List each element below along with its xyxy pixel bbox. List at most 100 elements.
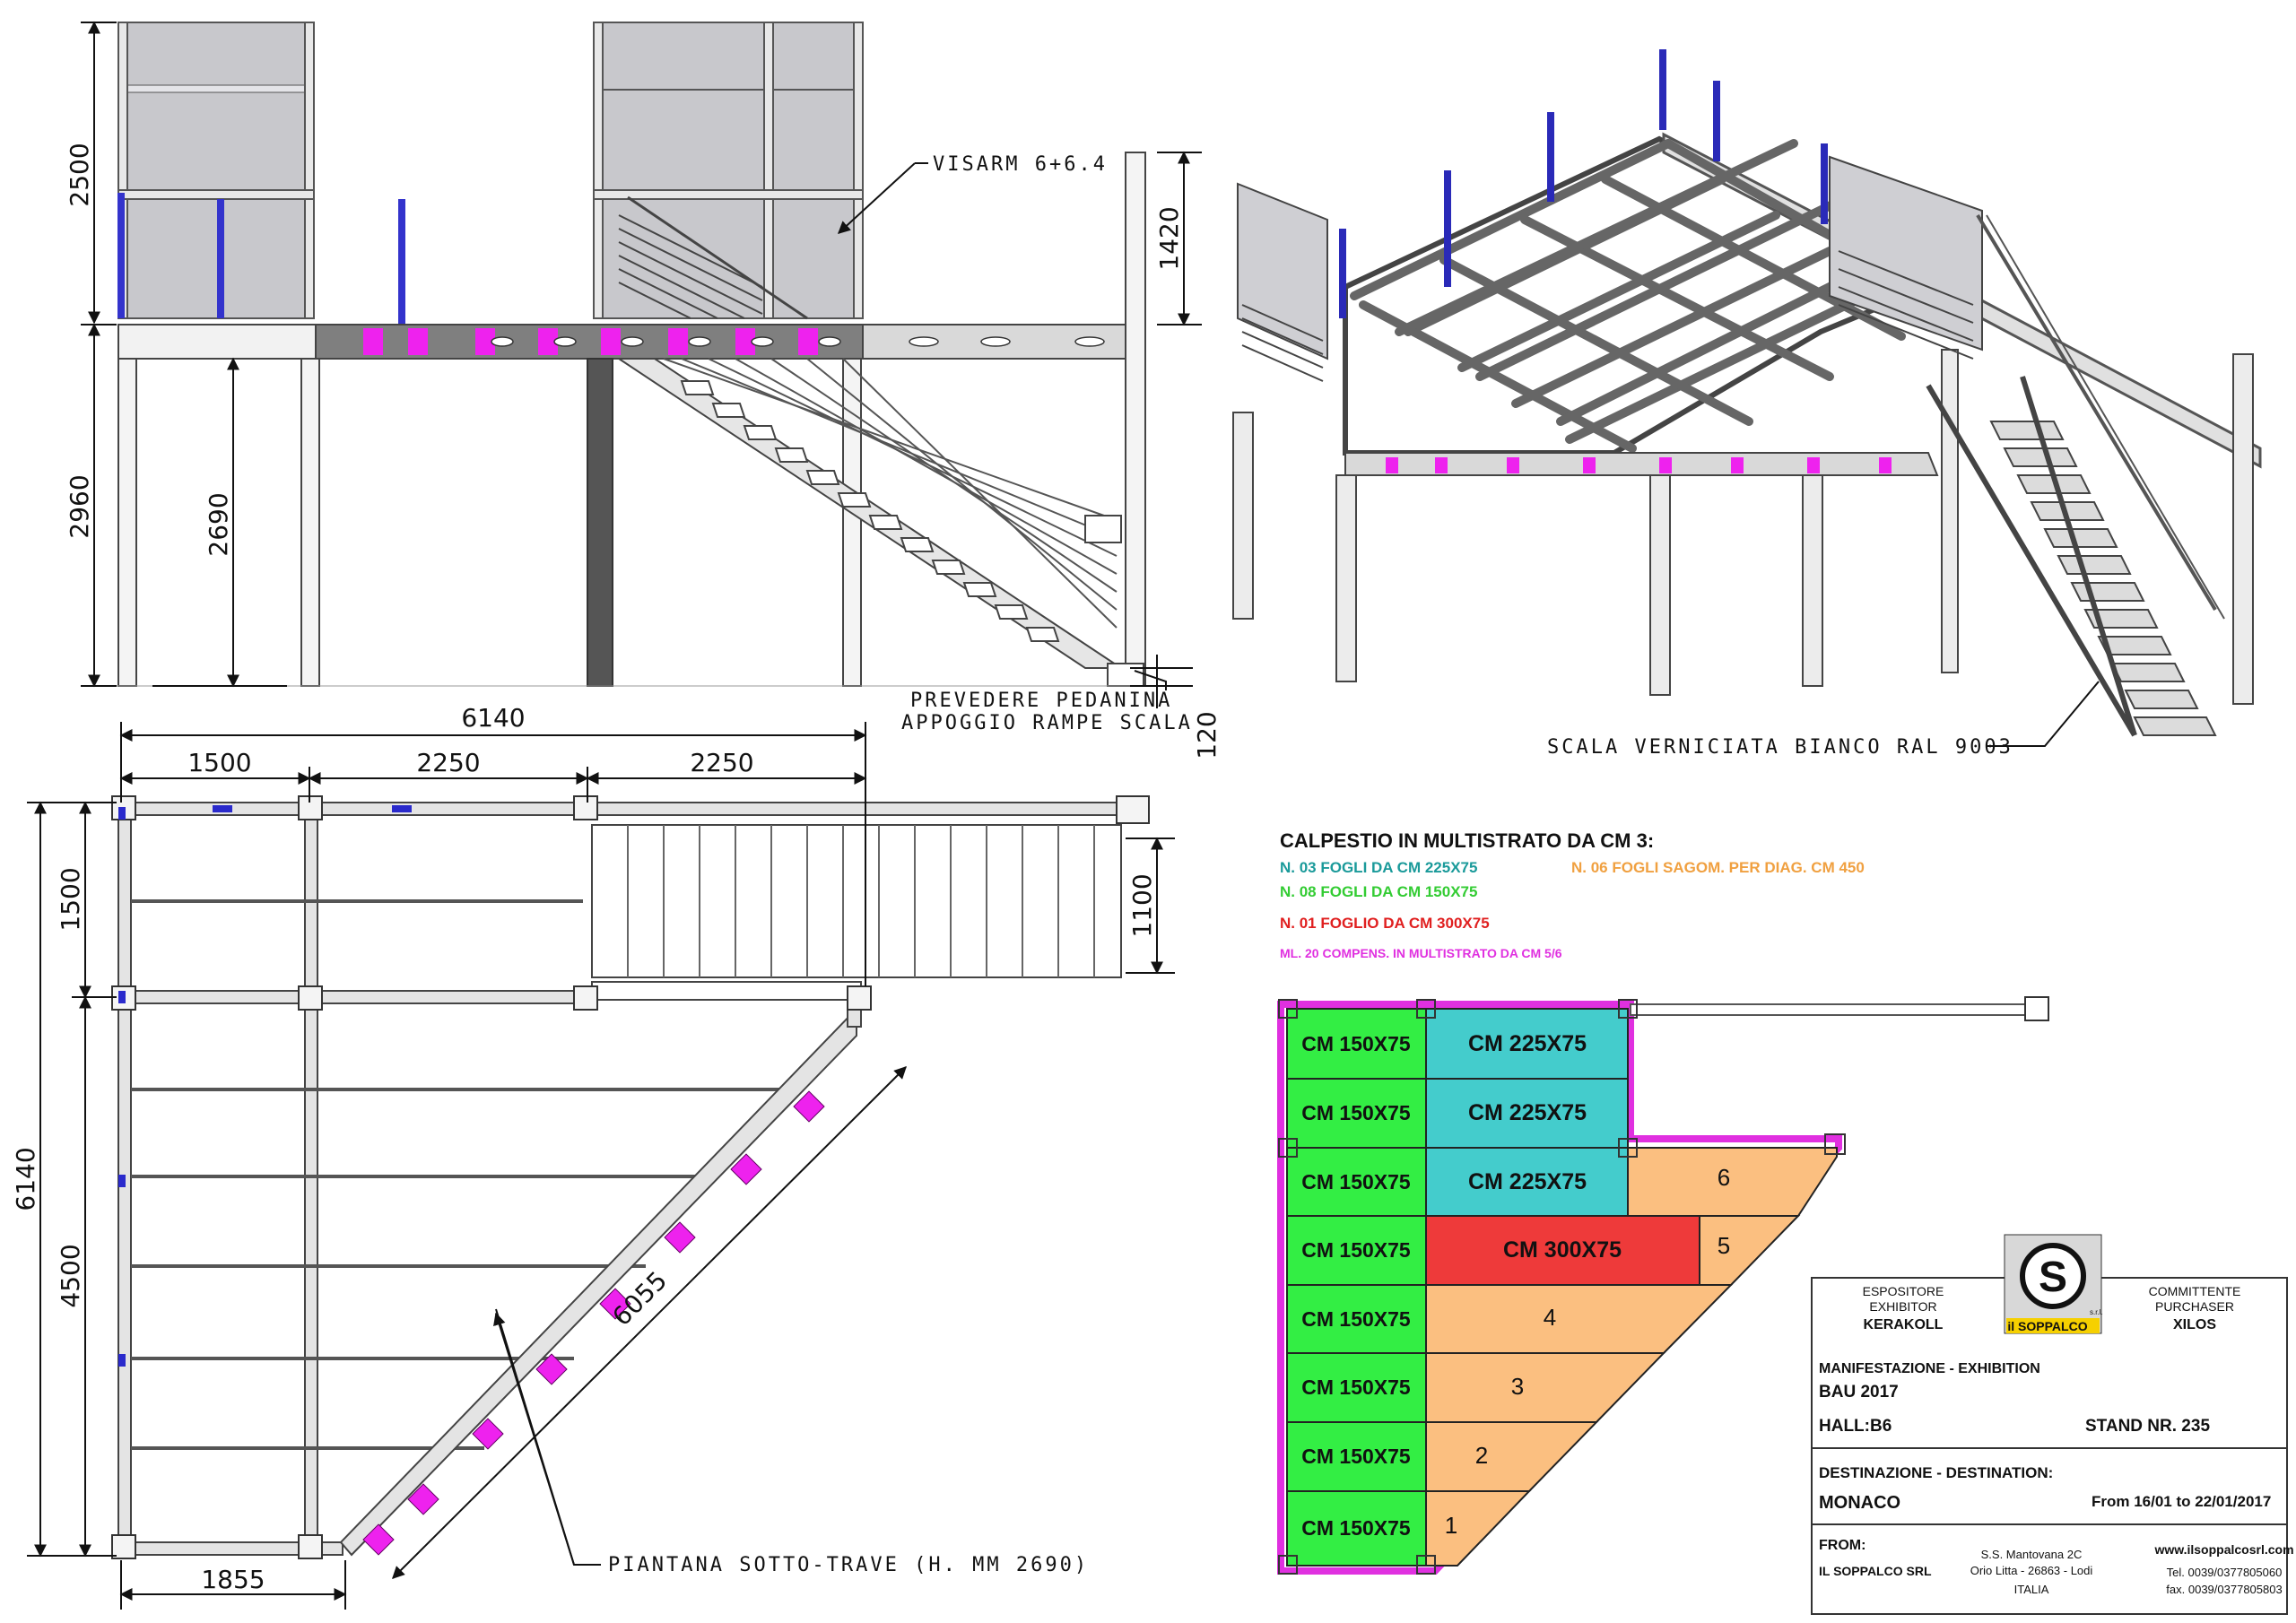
address-line-2: Orio Litta - 26863 - Lodi bbox=[1970, 1564, 2093, 1577]
fax-value: fax. 0039/0377805803 bbox=[2166, 1583, 2282, 1596]
exhibition-value: BAU 2017 bbox=[1819, 1383, 1899, 1402]
panel-teal-label: CM 225X75 bbox=[1468, 1031, 1587, 1056]
panel-green-label: CM 150X75 bbox=[1301, 1101, 1411, 1124]
dim-2500: 2500 bbox=[65, 143, 94, 206]
panel-green bbox=[1286, 1078, 1427, 1149]
dim-6140-left: 6140 bbox=[11, 1147, 40, 1211]
panel-orange-label: 2 bbox=[1475, 1442, 1488, 1469]
dim-2250-b: 2250 bbox=[690, 748, 753, 777]
plan-view: 6140 1500 2250 2250 6140 1500 4500 1100 … bbox=[11, 703, 1175, 1610]
panel-teal bbox=[1425, 1147, 1629, 1217]
legend-item-teal: N. 03 FOGLI DA CM 225X75 bbox=[1280, 859, 1477, 876]
from-value: IL SOPPALCO SRL bbox=[1819, 1564, 1932, 1578]
panel-green bbox=[1286, 1147, 1427, 1217]
panel-green-label: CM 150X75 bbox=[1301, 1032, 1411, 1055]
panel-teal-label: CM 225X75 bbox=[1468, 1169, 1587, 1194]
panel-red-label: CM 300X75 bbox=[1503, 1237, 1622, 1263]
note-scala: SCALA VERNICIATA BIANCO RAL 9003 bbox=[1547, 736, 2013, 759]
panel-orange bbox=[1425, 1352, 1666, 1423]
note-pedanina-1: PREVEDERE PEDANINA bbox=[910, 690, 1172, 712]
panel-green bbox=[1286, 1284, 1427, 1354]
dim-1855: 1855 bbox=[201, 1565, 265, 1594]
tall-post bbox=[1125, 152, 1146, 687]
glass-panel bbox=[600, 192, 862, 319]
leg bbox=[300, 358, 320, 687]
dim-4500-left: 4500 bbox=[56, 1244, 85, 1307]
elevation-view: 2500 2960 2690 1420 120 VISARM 6+6.4 PRE… bbox=[65, 21, 1222, 759]
panel-teal bbox=[1425, 1008, 1629, 1080]
legend-item-red: N. 01 FOGLIO DA CM 300X75 bbox=[1280, 915, 1490, 932]
phone-value: Tel. 0039/0377805060 bbox=[2167, 1566, 2283, 1579]
purchaser-label-1: COMMITTENTE bbox=[2149, 1284, 2241, 1298]
legend-item-magenta: ML. 20 COMPENS. IN MULTISTRATO DA CM 5/6 bbox=[1280, 946, 1562, 960]
panel-orange-label: 6 bbox=[1718, 1164, 1730, 1191]
panel-orange-label: 5 bbox=[1718, 1232, 1730, 1259]
blue-post bbox=[217, 199, 224, 318]
panel-green bbox=[1286, 1215, 1427, 1286]
panel-orange bbox=[1627, 1147, 1838, 1217]
svg-text:S: S bbox=[2039, 1254, 2067, 1301]
dim-1100: 1100 bbox=[1127, 873, 1157, 937]
panel-orange bbox=[1425, 1421, 1599, 1492]
panel-orange-label: 1 bbox=[1445, 1512, 1457, 1539]
destination-label: DESTINAZIONE - DESTINATION: bbox=[1819, 1464, 2053, 1481]
destination-value: MONACO bbox=[1819, 1493, 1900, 1513]
isometric-view: SCALA VERNICIATA BIANCO RAL 9003 bbox=[1232, 49, 2262, 759]
leg bbox=[587, 358, 613, 687]
exhibitor-label-1: ESPOSITORE bbox=[1863, 1284, 1944, 1298]
panel-orange-label: 4 bbox=[1544, 1304, 1556, 1331]
panel-green-label: CM 150X75 bbox=[1301, 1445, 1411, 1468]
dim-1500-left: 1500 bbox=[56, 867, 85, 931]
panel-green-label: CM 150X75 bbox=[1301, 1170, 1411, 1193]
dim-6140-top: 6140 bbox=[461, 703, 525, 733]
legend-title: CALPESTIO IN MULTISTRATO DA CM 3: bbox=[1280, 829, 1654, 852]
panel-orange bbox=[1425, 1284, 1734, 1354]
from-label: FROM: bbox=[1819, 1538, 1866, 1553]
glass-panel bbox=[125, 22, 313, 194]
legend-item-orange: N. 06 FOGLI SAGOM. PER DIAG. CM 450 bbox=[1571, 859, 1865, 876]
exhibitor-label-2: EXHIBITOR bbox=[1869, 1299, 1936, 1314]
panel-green-label: CM 150X75 bbox=[1301, 1516, 1411, 1540]
glass-panel bbox=[600, 89, 862, 194]
stair-stringer bbox=[615, 358, 1125, 669]
leg bbox=[117, 358, 137, 687]
purchaser-label-2: PURCHASER bbox=[2155, 1299, 2234, 1314]
hall-value: HALL:B6 bbox=[1819, 1417, 1892, 1436]
panel-green bbox=[1286, 1421, 1427, 1492]
panel-green bbox=[1286, 1490, 1427, 1567]
address-line-3: ITALIA bbox=[2014, 1583, 2049, 1596]
panel-green-label: CM 150X75 bbox=[1301, 1238, 1411, 1262]
glass-panel bbox=[600, 22, 862, 91]
dim-1420: 1420 bbox=[1154, 206, 1184, 270]
title-block: S il SOPPALCO s.r.l. ESPOSITORE EXHIBITO… bbox=[1811, 1234, 2294, 1615]
dim-120: 120 bbox=[1192, 711, 1222, 759]
dim-2960: 2960 bbox=[65, 474, 94, 538]
panel-green bbox=[1286, 1008, 1427, 1080]
address-line-1: S.S. Mantovana 2C bbox=[1981, 1548, 2083, 1561]
panel-green-label: CM 150X75 bbox=[1301, 1307, 1411, 1331]
dim-2690: 2690 bbox=[204, 492, 233, 556]
website-link[interactable]: www.ilsoppalcosrl.com bbox=[2153, 1542, 2293, 1557]
blue-post bbox=[117, 193, 125, 318]
panel-orange bbox=[1699, 1215, 1801, 1286]
dim-1500-top: 1500 bbox=[187, 748, 251, 777]
note-piantana: PIANTANA SOTTO-TRAVE (H. MM 2690) bbox=[608, 1554, 1089, 1576]
panel-orange-label: 3 bbox=[1511, 1373, 1524, 1400]
dim-2250-a: 2250 bbox=[416, 748, 480, 777]
dates-value: From 16/01 to 22/01/2017 bbox=[2092, 1493, 2271, 1510]
purchaser-value: XILOS bbox=[2173, 1317, 2216, 1332]
stand-value: STAND NR. 235 bbox=[2085, 1417, 2210, 1436]
note-pedanina-2: APPOGGIO RAMPE SCALA bbox=[901, 712, 1193, 734]
exhibition-label: MANIFESTAZIONE - EXHIBITION bbox=[1819, 1361, 2040, 1376]
logo-sub: s.r.l. bbox=[2090, 1308, 2103, 1316]
panel-orange bbox=[1425, 1490, 1532, 1567]
panel-teal-label: CM 225X75 bbox=[1468, 1100, 1587, 1125]
exhibitor-value: KERAKOLL bbox=[1864, 1317, 1944, 1332]
legend: CALPESTIO IN MULTISTRATO DA CM 3: N. 03 … bbox=[1280, 829, 1865, 960]
note-visarm: VISARM 6+6.4 bbox=[933, 153, 1108, 176]
panel-green bbox=[1286, 1352, 1427, 1423]
panel-green-label: CM 150X75 bbox=[1301, 1376, 1411, 1399]
panel-teal bbox=[1425, 1078, 1629, 1149]
stair-plan bbox=[591, 824, 1122, 978]
